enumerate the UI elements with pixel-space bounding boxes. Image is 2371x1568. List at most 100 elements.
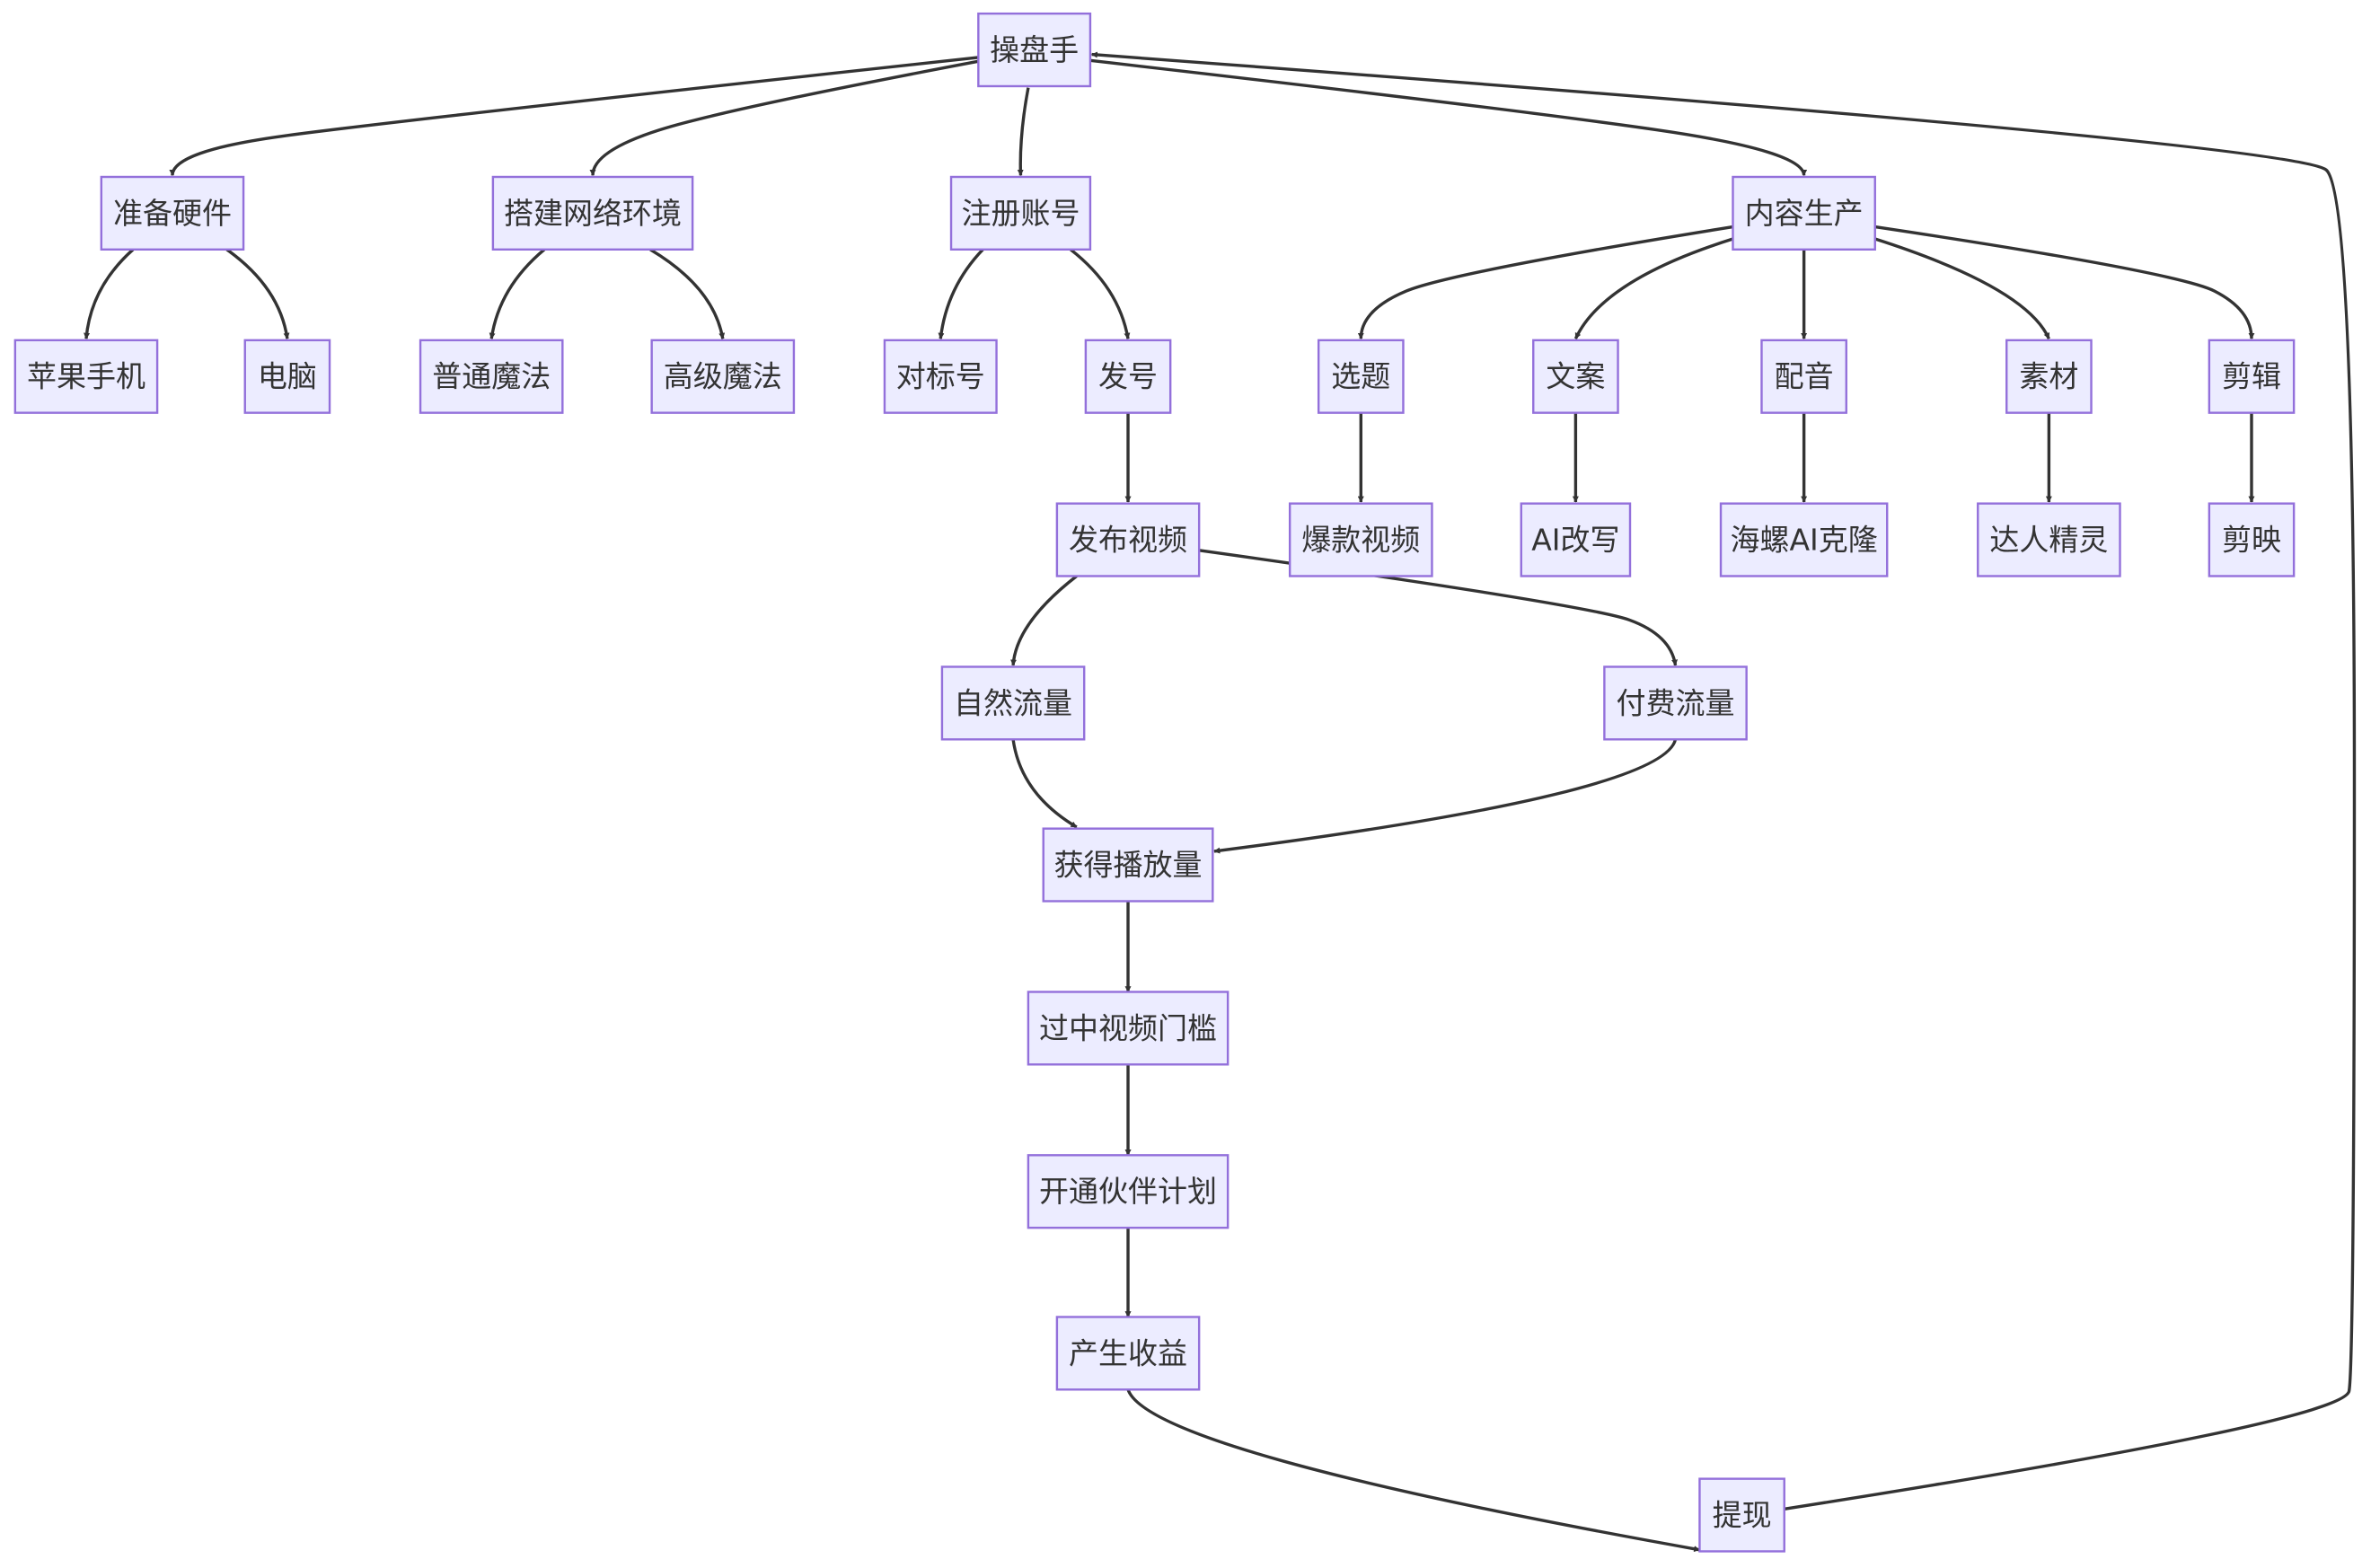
- node-box: [1042, 827, 1214, 903]
- edge-content-to-editing: [1874, 225, 2255, 339]
- node-label: 剪映: [2222, 523, 2281, 558]
- node-hardware: 准备硬件: [100, 175, 245, 251]
- node-box: [1760, 339, 1847, 414]
- node-label: 发号: [1098, 359, 1158, 394]
- node-partner: 开通伙伴计划: [1027, 1154, 1230, 1229]
- node-register: 注册账号: [949, 175, 1092, 251]
- node-label: 开通伙伴计划: [1039, 1174, 1217, 1209]
- edge-caopanshou-to-hardware: [169, 56, 979, 177]
- node-label: 搭建网络环境: [504, 196, 682, 231]
- node-box: [2208, 339, 2296, 414]
- node-label: 产生收益: [1069, 1335, 1187, 1370]
- node-issue_account: 发号: [1084, 339, 1172, 414]
- edge-caopanshou-to-content: [1089, 58, 1808, 177]
- node-normal_magic: 普通魔法: [419, 339, 564, 414]
- node-label: 内容生产: [1745, 196, 1864, 231]
- edge-publish-to-organic: [1010, 575, 1078, 666]
- node-box: [1288, 502, 1433, 577]
- edge-organic-to-plays: [1011, 739, 1078, 829]
- node-label: 获得播放量: [1054, 848, 1203, 883]
- node-label: 付费流量: [1617, 685, 1735, 720]
- node-label: 发布视频: [1069, 523, 1187, 558]
- edge-caopanshou-to-register: [1017, 87, 1030, 177]
- node-box: [1698, 1477, 1785, 1553]
- node-advanced_magic: 高级魔法: [650, 339, 796, 414]
- node-withdraw: 提现: [1698, 1477, 1785, 1553]
- node-jianying: 剪映: [2208, 502, 2296, 577]
- node-ai_rewrite: AI改写: [1520, 502, 1632, 577]
- node-box: [491, 175, 694, 251]
- node-box: [1027, 991, 1230, 1066]
- node-box: [650, 339, 796, 414]
- edge-hardware-to-computer: [225, 248, 290, 339]
- node-box: [949, 175, 1092, 251]
- node-label: 苹果手机: [27, 359, 145, 394]
- node-label: 普通魔法: [432, 359, 551, 394]
- node-label: 过中视频门槛: [1039, 1010, 1217, 1045]
- node-box: [243, 339, 331, 414]
- edge-content-to-copy: [1573, 237, 1733, 339]
- edge-paid-to-plays: [1213, 738, 1678, 854]
- node-box: [977, 12, 1092, 88]
- node-label: 海螺AI克隆: [1730, 523, 1877, 558]
- node-material: 素材: [2005, 339, 2093, 414]
- node-label: 准备硬件: [113, 196, 232, 231]
- edge-hardware-to-iphone: [84, 248, 135, 339]
- node-dubbing: 配音: [1760, 339, 1847, 414]
- node-box: [1055, 1316, 1201, 1391]
- node-publish: 发布视频: [1055, 502, 1201, 577]
- node-threshold: 过中视频门槛: [1027, 991, 1230, 1066]
- node-computer: 电脑: [243, 339, 331, 414]
- node-box: [1520, 502, 1632, 577]
- node-hit_video: 爆款视频: [1288, 502, 1433, 577]
- node-box: [1977, 502, 2121, 577]
- edge-register-to-issue_account: [1069, 248, 1131, 339]
- node-plays: 获得播放量: [1042, 827, 1214, 903]
- node-box: [940, 665, 1086, 741]
- node-label: AI改写: [1531, 523, 1619, 558]
- node-label: 自然流量: [954, 685, 1072, 720]
- edge-content-to-topic: [1357, 225, 1733, 339]
- node-label: 提现: [1713, 1498, 1772, 1533]
- node-box: [1603, 665, 1748, 741]
- node-box: [1732, 175, 1876, 251]
- node-label: 选题: [1331, 359, 1390, 394]
- node-editing: 剪辑: [2208, 339, 2296, 414]
- node-label: 配音: [1775, 359, 1834, 394]
- edge-network-to-advanced_magic: [649, 248, 726, 339]
- node-box: [883, 339, 998, 414]
- node-paid: 付费流量: [1603, 665, 1748, 741]
- node-label: 电脑: [258, 359, 317, 394]
- node-caopanshou: 操盘手: [977, 12, 1092, 88]
- node-label: 爆款视频: [1301, 523, 1420, 558]
- node-organic: 自然流量: [940, 665, 1086, 741]
- node-box: [1317, 339, 1405, 414]
- node-label: 对标号: [896, 359, 985, 394]
- node-box: [1055, 502, 1201, 577]
- node-label: 文案: [1546, 359, 1605, 394]
- node-benchmark: 对标号: [883, 339, 998, 414]
- edge-network-to-normal_magic: [489, 248, 546, 339]
- edge-register-to-benchmark: [938, 248, 984, 339]
- edge-withdraw-to-caopanshou: [1090, 51, 2357, 1511]
- node-daren: 达人精灵: [1977, 502, 2121, 577]
- node-revenue: 产生收益: [1055, 1316, 1201, 1391]
- node-box: [2208, 502, 2296, 577]
- node-network: 搭建网络环境: [491, 175, 694, 251]
- node-box: [1027, 1154, 1230, 1229]
- node-box: [1719, 502, 1889, 577]
- node-box: [419, 339, 564, 414]
- edge-content-to-material: [1874, 237, 2050, 339]
- node-box: [13, 339, 159, 414]
- node-label: 注册账号: [961, 196, 1080, 231]
- node-label: 高级魔法: [664, 359, 782, 394]
- node-box: [100, 175, 245, 251]
- edge-revenue-to-withdraw: [1126, 1388, 1701, 1553]
- node-label: 操盘手: [990, 32, 1079, 67]
- node-label: 达人精灵: [1989, 523, 2108, 558]
- node-box: [2005, 339, 2093, 414]
- node-label: 素材: [2019, 359, 2078, 394]
- node-topic: 选题: [1317, 339, 1405, 414]
